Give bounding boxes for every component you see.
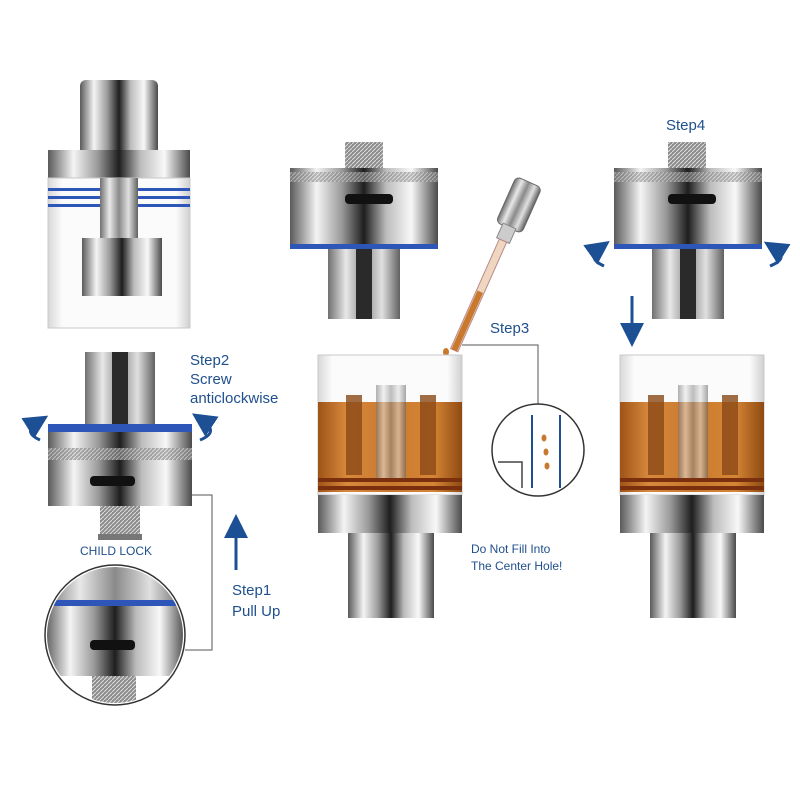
child-lock-zoom-circle — [44, 564, 186, 706]
step1-action: Pull Up — [232, 603, 281, 620]
step4-title: Step4 — [666, 117, 706, 134]
connector-line-step1 — [185, 494, 213, 651]
step1-title: Step1 — [232, 582, 272, 599]
step3-title: Step3 — [490, 320, 530, 337]
step2-action-line2: anticlockwise — [190, 390, 279, 407]
base-child-lock-unit — [48, 352, 192, 540]
step3-tank-filled — [317, 354, 463, 618]
step2-action-line1: Screw — [190, 371, 232, 388]
step3-top-part — [290, 142, 438, 319]
warning-line2: The Center Hole! — [471, 559, 563, 573]
rotate-right-arrow-step4 — [763, 241, 791, 268]
rotate-left-arrow — [21, 415, 49, 442]
center-hole-zoom-circle — [491, 403, 585, 497]
step4-tank-filled — [619, 354, 765, 618]
dropper — [449, 177, 541, 353]
top-atomizer-assembled — [47, 80, 191, 329]
step2-title: Step2 — [190, 352, 230, 369]
rotate-left-arrow-step4 — [583, 241, 610, 268]
child-lock-label: CHILD LOCK — [80, 544, 153, 558]
step4-top-part — [614, 142, 762, 319]
connector-line-step3 — [462, 344, 539, 405]
rotate-right-arrow — [192, 413, 219, 442]
warning-line1: Do Not Fill Into — [471, 542, 551, 556]
